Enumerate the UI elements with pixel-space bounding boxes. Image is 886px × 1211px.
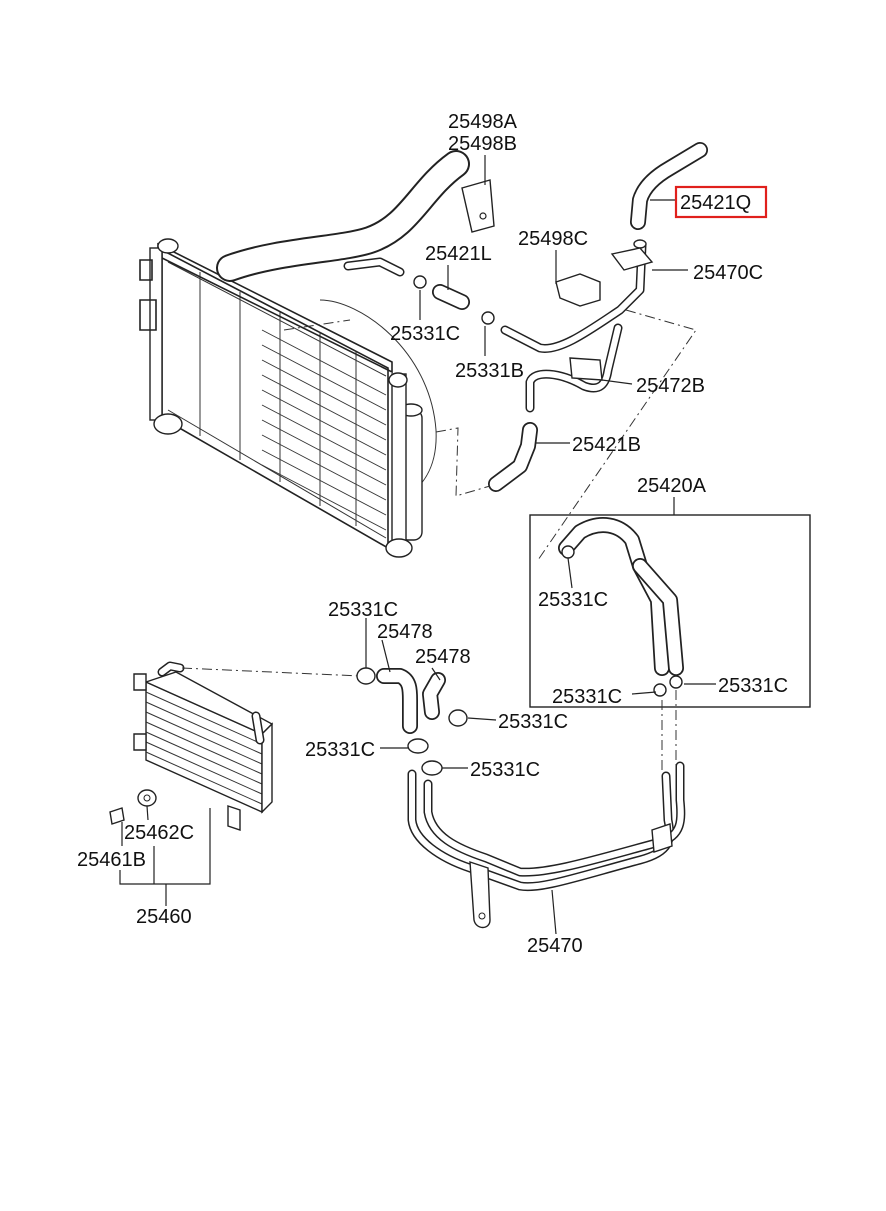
- nut-25462c: [137, 789, 157, 807]
- upper-radiator-hose: [216, 150, 470, 282]
- bolt-25461b: [109, 807, 125, 825]
- hose-25478-a: [376, 668, 418, 734]
- pipe-25472b: [525, 323, 623, 413]
- hose-25421l: [343, 257, 495, 325]
- label-25498c[interactable]: 25498C: [518, 228, 588, 250]
- highlight-box-25421q: [674, 185, 768, 219]
- leader-lines: [119, 155, 716, 935]
- label-25421l[interactable]: 25421L: [425, 243, 492, 265]
- label-25331c-7[interactable]: 25331C: [305, 739, 375, 761]
- label-25331b[interactable]: 25331B: [455, 360, 524, 382]
- hose-25421b: [488, 422, 538, 492]
- label-25331c-1[interactable]: 25331C: [390, 323, 460, 345]
- label-25498b[interactable]: 25498B: [448, 133, 517, 155]
- label-25331c-3[interactable]: 25331C: [328, 599, 398, 621]
- label-25420a[interactable]: 25420A: [637, 475, 707, 497]
- label-25461b[interactable]: 25461B: [77, 849, 146, 871]
- hose-25421q: [630, 142, 708, 230]
- label-25470[interactable]: 25470: [527, 935, 583, 957]
- connection-lines-lower: [181, 667, 677, 770]
- label-25331c-8[interactable]: 25331C: [470, 759, 540, 781]
- connection-lines-upper: [283, 309, 697, 561]
- label-25462c[interactable]: 25462C: [124, 822, 194, 844]
- label-25331c-6[interactable]: 25331C: [498, 711, 568, 733]
- pipe-assembly-25470: [407, 761, 686, 929]
- label-25331c-4[interactable]: 25331C: [552, 686, 622, 708]
- bracket-25498a: [461, 179, 495, 233]
- label-25421b[interactable]: 25421B: [572, 434, 641, 456]
- label-25478-2[interactable]: 25478: [415, 646, 471, 668]
- label-25331c-5[interactable]: 25331C: [718, 675, 788, 697]
- label-25472b[interactable]: 25472B: [636, 375, 705, 397]
- label-25460[interactable]: 25460: [136, 906, 192, 928]
- hose-assembly-25420a-box: [529, 514, 811, 708]
- label-25478-1[interactable]: 25478: [377, 621, 433, 643]
- pipe-25470c: [500, 239, 647, 353]
- bracket-25498c: [555, 247, 654, 307]
- oil-cooler-25460: [133, 661, 274, 831]
- label-25470c[interactable]: 25470C: [693, 262, 763, 284]
- label-25331c-2[interactable]: 25331C: [538, 589, 608, 611]
- condenser-radiator: [139, 238, 437, 558]
- label-25498a[interactable]: 25498A: [448, 111, 518, 133]
- hose-25478-b: [422, 672, 446, 720]
- label-25421q[interactable]: 25421Q: [680, 192, 751, 214]
